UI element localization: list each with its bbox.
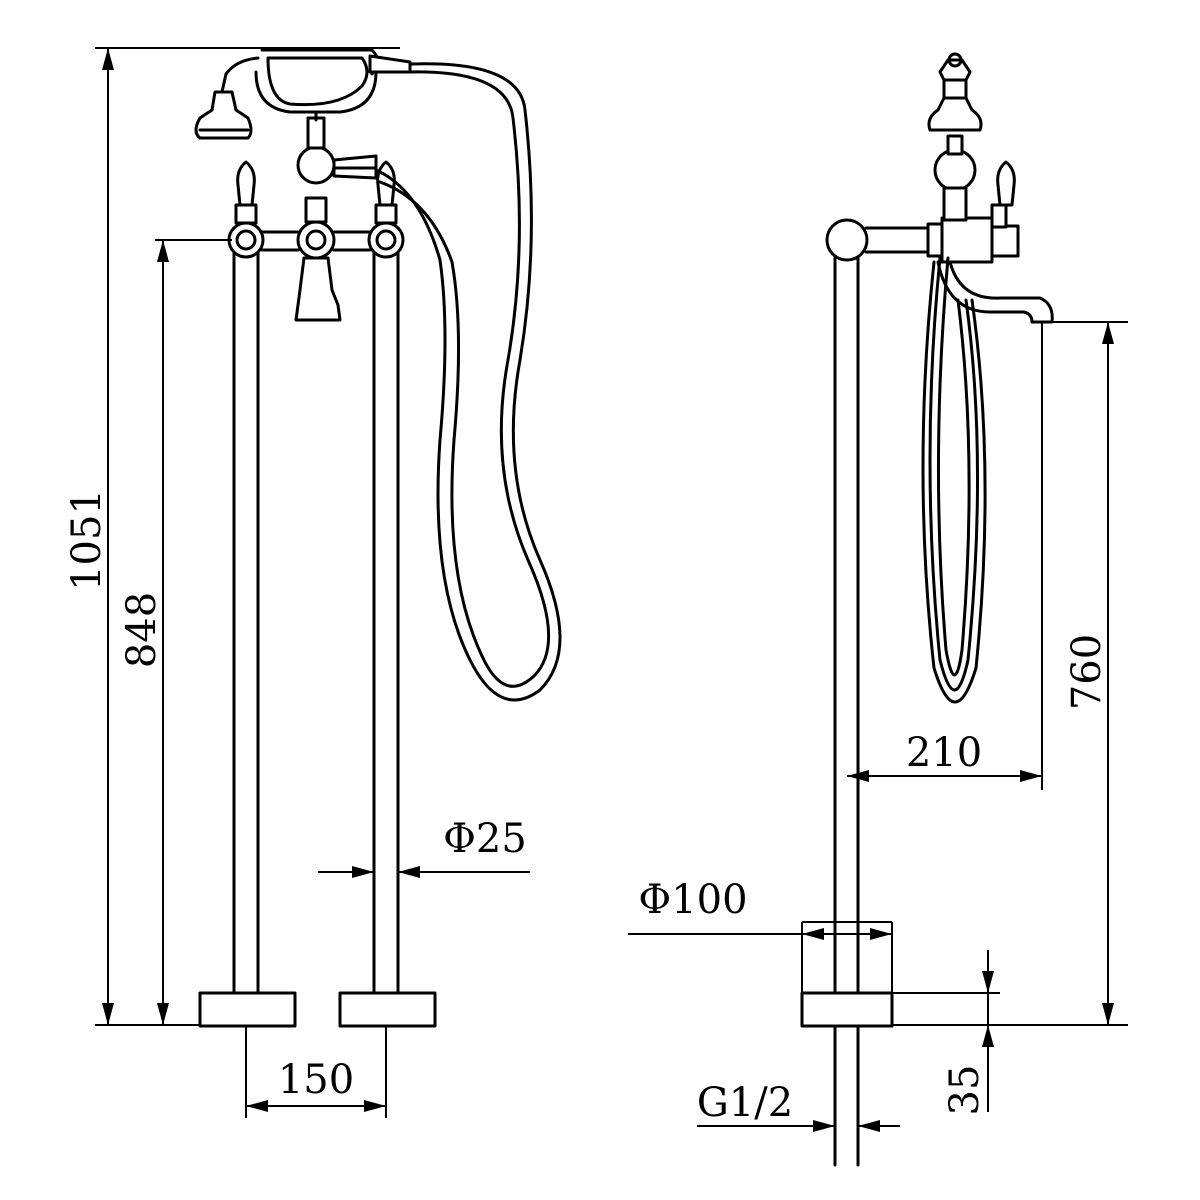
side-diverter: [933, 134, 977, 222]
dim-tap-centres-label: 150: [278, 1057, 354, 1103]
dim-base-diameter: [628, 921, 892, 940]
left-valve-body: [227, 203, 265, 259]
side-view: 760 210 Φ100 35: [628, 52, 1128, 1167]
bath-spout: [294, 256, 342, 322]
dim-spout-height-label: 760: [1064, 634, 1110, 710]
side-shower-hose: [921, 256, 987, 704]
dim-handle-height-label: 848: [119, 592, 165, 668]
diverter-assembly: [296, 116, 378, 185]
dim-pipe-diameter-label: Φ25: [443, 816, 527, 862]
right-valve-body: [367, 203, 405, 259]
side-standpipe: [833, 256, 860, 995]
side-floor-plate: [800, 991, 894, 1028]
dim-base-thickness: [892, 950, 1000, 1112]
dim-pipe-diameter: [318, 866, 530, 878]
right-standpipe: [372, 248, 400, 995]
dim-tap-centres: [245, 1026, 387, 1118]
side-bath-spout: [936, 260, 1054, 324]
side-horizontal-arm: [864, 216, 1020, 264]
dim-base-diameter-label: Φ100: [638, 877, 747, 923]
right-floor-plate: [338, 991, 437, 1028]
shower-handset: [194, 48, 412, 140]
side-lever-handle: [990, 160, 1016, 229]
left-floor-plate: [198, 991, 297, 1028]
dim-overall-height-label: 1051: [64, 489, 110, 591]
dim-spout-reach: [847, 322, 1043, 790]
left-lever-handle: [236, 160, 256, 207]
front-view: 1051 848 150 Φ25: [64, 47, 562, 1118]
dim-handle-height: [155, 239, 232, 1025]
dim-overall-height: [95, 47, 400, 1025]
dim-thread: [697, 1120, 900, 1132]
dim-spout-reach-label: 210: [906, 730, 982, 776]
shower-hose: [374, 62, 562, 702]
side-shower-handset: [927, 52, 983, 132]
centre-manifold: [260, 196, 372, 260]
side-inlet-thread: [833, 1024, 860, 1167]
dim-base-thickness-label: 35: [942, 1065, 988, 1116]
dim-spout-height: [1040, 321, 1128, 1025]
left-standpipe: [232, 248, 260, 995]
side-pipe-elbow: [825, 218, 869, 262]
dim-thread-label: G1/2: [697, 1080, 793, 1126]
